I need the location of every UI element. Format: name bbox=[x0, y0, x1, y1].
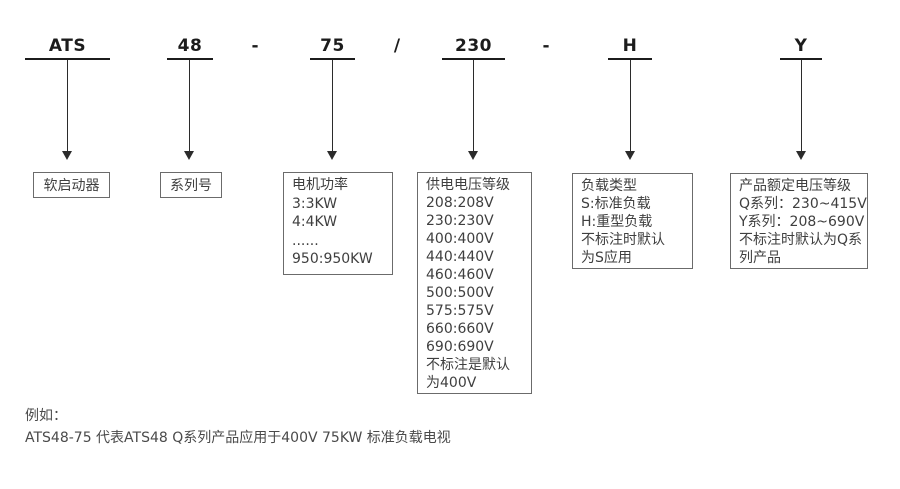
legend-box-soft-starter: 软启动器 bbox=[33, 172, 110, 198]
legend-line: 575:575V bbox=[426, 303, 494, 319]
legend-line: 690:690V bbox=[426, 339, 494, 355]
legend-line: Q系列：230~415V bbox=[739, 196, 867, 212]
segment-underline-h bbox=[608, 58, 652, 60]
legend-line: 500:500V bbox=[426, 285, 494, 301]
legend-box-rated-voltage: 产品额定电压等级 Q系列：230~415V Y系列：208~690V 不标注时默… bbox=[730, 173, 868, 269]
code-separator-dash-1: - bbox=[251, 36, 259, 56]
arrow-head-ats bbox=[62, 151, 72, 160]
legend-line: 440:440V bbox=[426, 249, 494, 265]
arrow-head-75 bbox=[327, 151, 337, 160]
segment-underline-75 bbox=[310, 58, 355, 60]
arrow-head-h bbox=[625, 151, 635, 160]
legend-line: 产品额定电压等级 bbox=[739, 178, 851, 194]
legend-line: 不标注时默认为Q系 bbox=[739, 232, 863, 248]
legend-box-motor-power: 电机功率 3:3KW 4:4KW ...... 950:950KW bbox=[283, 172, 393, 275]
arrow-head-230 bbox=[468, 151, 478, 160]
legend-line: 电机功率 bbox=[292, 177, 348, 193]
arrow-shaft-y bbox=[801, 60, 802, 151]
segment-underline-y bbox=[780, 58, 822, 60]
legend-box-series-number: 系列号 bbox=[160, 172, 222, 198]
legend-line: 950:950KW bbox=[292, 251, 373, 267]
legend-line: 460:460V bbox=[426, 267, 494, 283]
legend-line: Y系列：208~690V bbox=[739, 214, 865, 230]
arrow-shaft-230 bbox=[473, 60, 474, 151]
segment-underline-ats bbox=[25, 58, 110, 60]
legend-line: 负载类型 bbox=[581, 178, 637, 194]
legend-box-load-type: 负载类型 S:标准负载 H:重型负载 不标注时默认 为S应用 bbox=[572, 173, 693, 269]
example-label: 例如： bbox=[25, 408, 67, 424]
arrow-shaft-75 bbox=[332, 60, 333, 151]
arrow-shaft-ats bbox=[67, 60, 68, 151]
legend-line: 供电电压等级 bbox=[426, 177, 510, 193]
code-segment-75: 75 bbox=[320, 36, 345, 56]
legend-line: 400:400V bbox=[426, 231, 494, 247]
legend-line: 3:3KW bbox=[292, 195, 338, 212]
code-segment-230: 230 bbox=[455, 36, 492, 56]
example-text: ATS48-75 代表ATS48 Q系列产品应用于400V 75KW 标准负载电… bbox=[25, 430, 451, 446]
legend-line: 列产品 bbox=[739, 250, 781, 266]
code-separator-dash-2: - bbox=[542, 36, 550, 56]
legend-line: 660:660V bbox=[426, 321, 494, 337]
example-block: 例如： ATS48-75 代表ATS48 Q系列产品应用于400V 75KW 标… bbox=[25, 405, 451, 449]
legend-line: 不标注时默认 bbox=[581, 232, 665, 248]
legend-line: S:标准负载 bbox=[581, 196, 651, 212]
code-separator-slash: / bbox=[393, 36, 401, 56]
legend-line: 4:4KW bbox=[292, 214, 338, 230]
legend-line: 软启动器 bbox=[43, 178, 100, 194]
arrow-head-y bbox=[796, 151, 806, 160]
legend-line: 208:208V bbox=[426, 195, 494, 211]
legend-line: 为S应用 bbox=[581, 250, 632, 266]
arrow-shaft-48 bbox=[189, 60, 190, 151]
legend-line: 不标注是默认 bbox=[426, 357, 510, 373]
legend-line: ...... bbox=[292, 232, 319, 249]
segment-underline-48 bbox=[167, 58, 213, 60]
arrow-shaft-h bbox=[630, 60, 631, 151]
legend-line: 系列号 bbox=[170, 178, 212, 194]
legend-line: 为400V bbox=[426, 375, 477, 391]
code-segment-h: H bbox=[622, 36, 638, 56]
segment-underline-230 bbox=[442, 58, 505, 60]
legend-box-supply-voltage: 供电电压等级 208:208V 230:230V 400:400V 440:44… bbox=[417, 172, 532, 394]
legend-line: 230:230V bbox=[426, 213, 494, 229]
code-segment-48: 48 bbox=[177, 36, 203, 56]
code-segment-ats: ATS bbox=[48, 36, 87, 56]
legend-line: H:重型负载 bbox=[581, 214, 653, 230]
code-segment-y: Y bbox=[794, 36, 808, 56]
arrow-head-48 bbox=[184, 151, 194, 160]
